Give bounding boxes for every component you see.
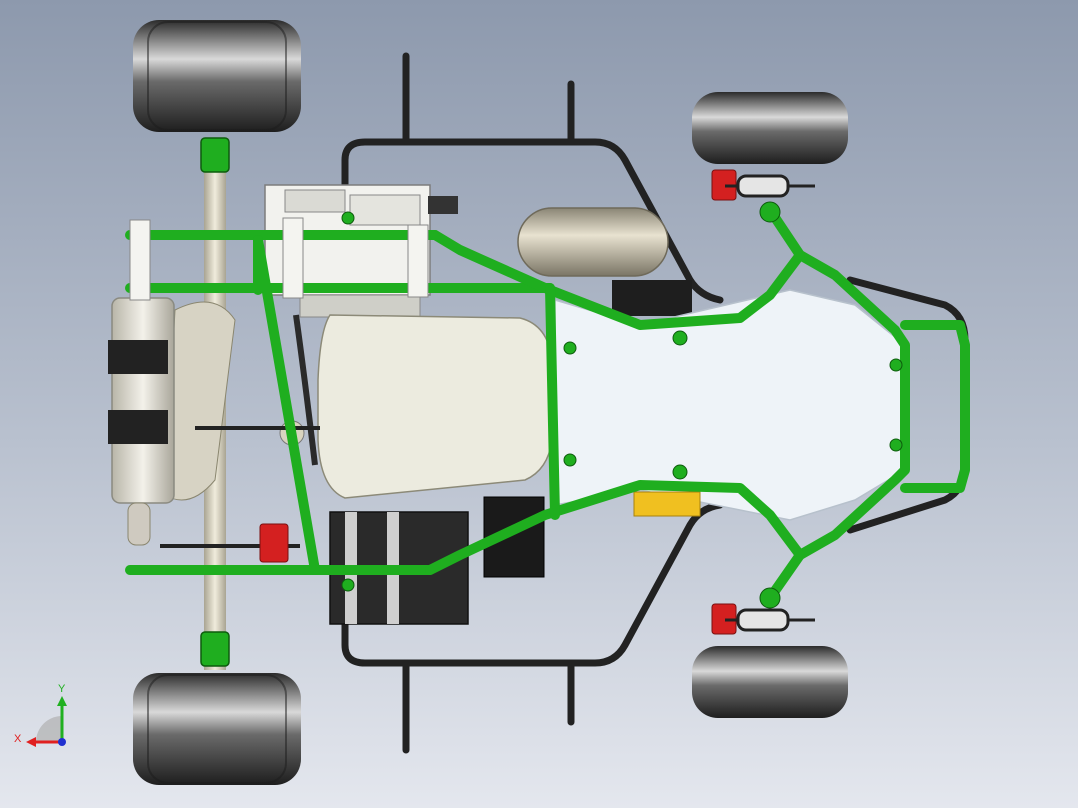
- front-left-tire: [692, 92, 848, 164]
- axis-triad-icon: [26, 696, 67, 747]
- y-axis-label: Y: [58, 683, 66, 695]
- front-right-tire: [692, 646, 848, 718]
- rear-left-tire: [133, 20, 301, 132]
- rear-hubs: [200, 137, 230, 667]
- fuel-tank: [517, 207, 669, 277]
- front-spindles: [725, 174, 815, 632]
- x-axis-label: X: [14, 733, 22, 745]
- seat: [317, 314, 553, 499]
- view-orientation-triad[interactable]: X Y: [14, 683, 78, 750]
- chassis-frame: [125, 205, 970, 603]
- steering-rod: [293, 314, 318, 466]
- yellow-module: [633, 491, 701, 517]
- rear-right-tire: [133, 673, 301, 785]
- controller-box: [329, 496, 545, 625]
- mount-brackets: [129, 217, 429, 301]
- brake-calipers: [259, 169, 737, 635]
- frame-tabs: [341, 201, 903, 609]
- battery-box: [612, 280, 692, 316]
